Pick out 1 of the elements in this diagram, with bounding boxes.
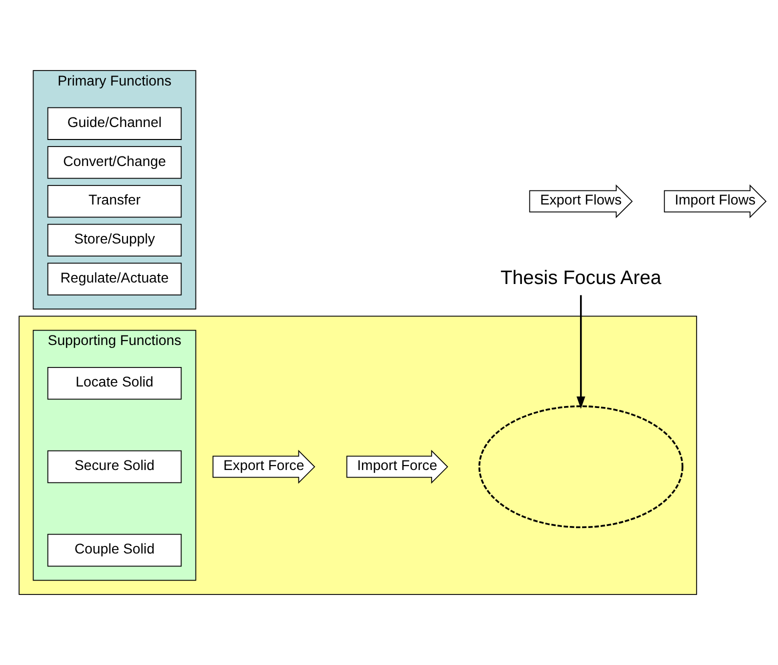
node-text: Thesis Focus Area: [500, 267, 662, 290]
